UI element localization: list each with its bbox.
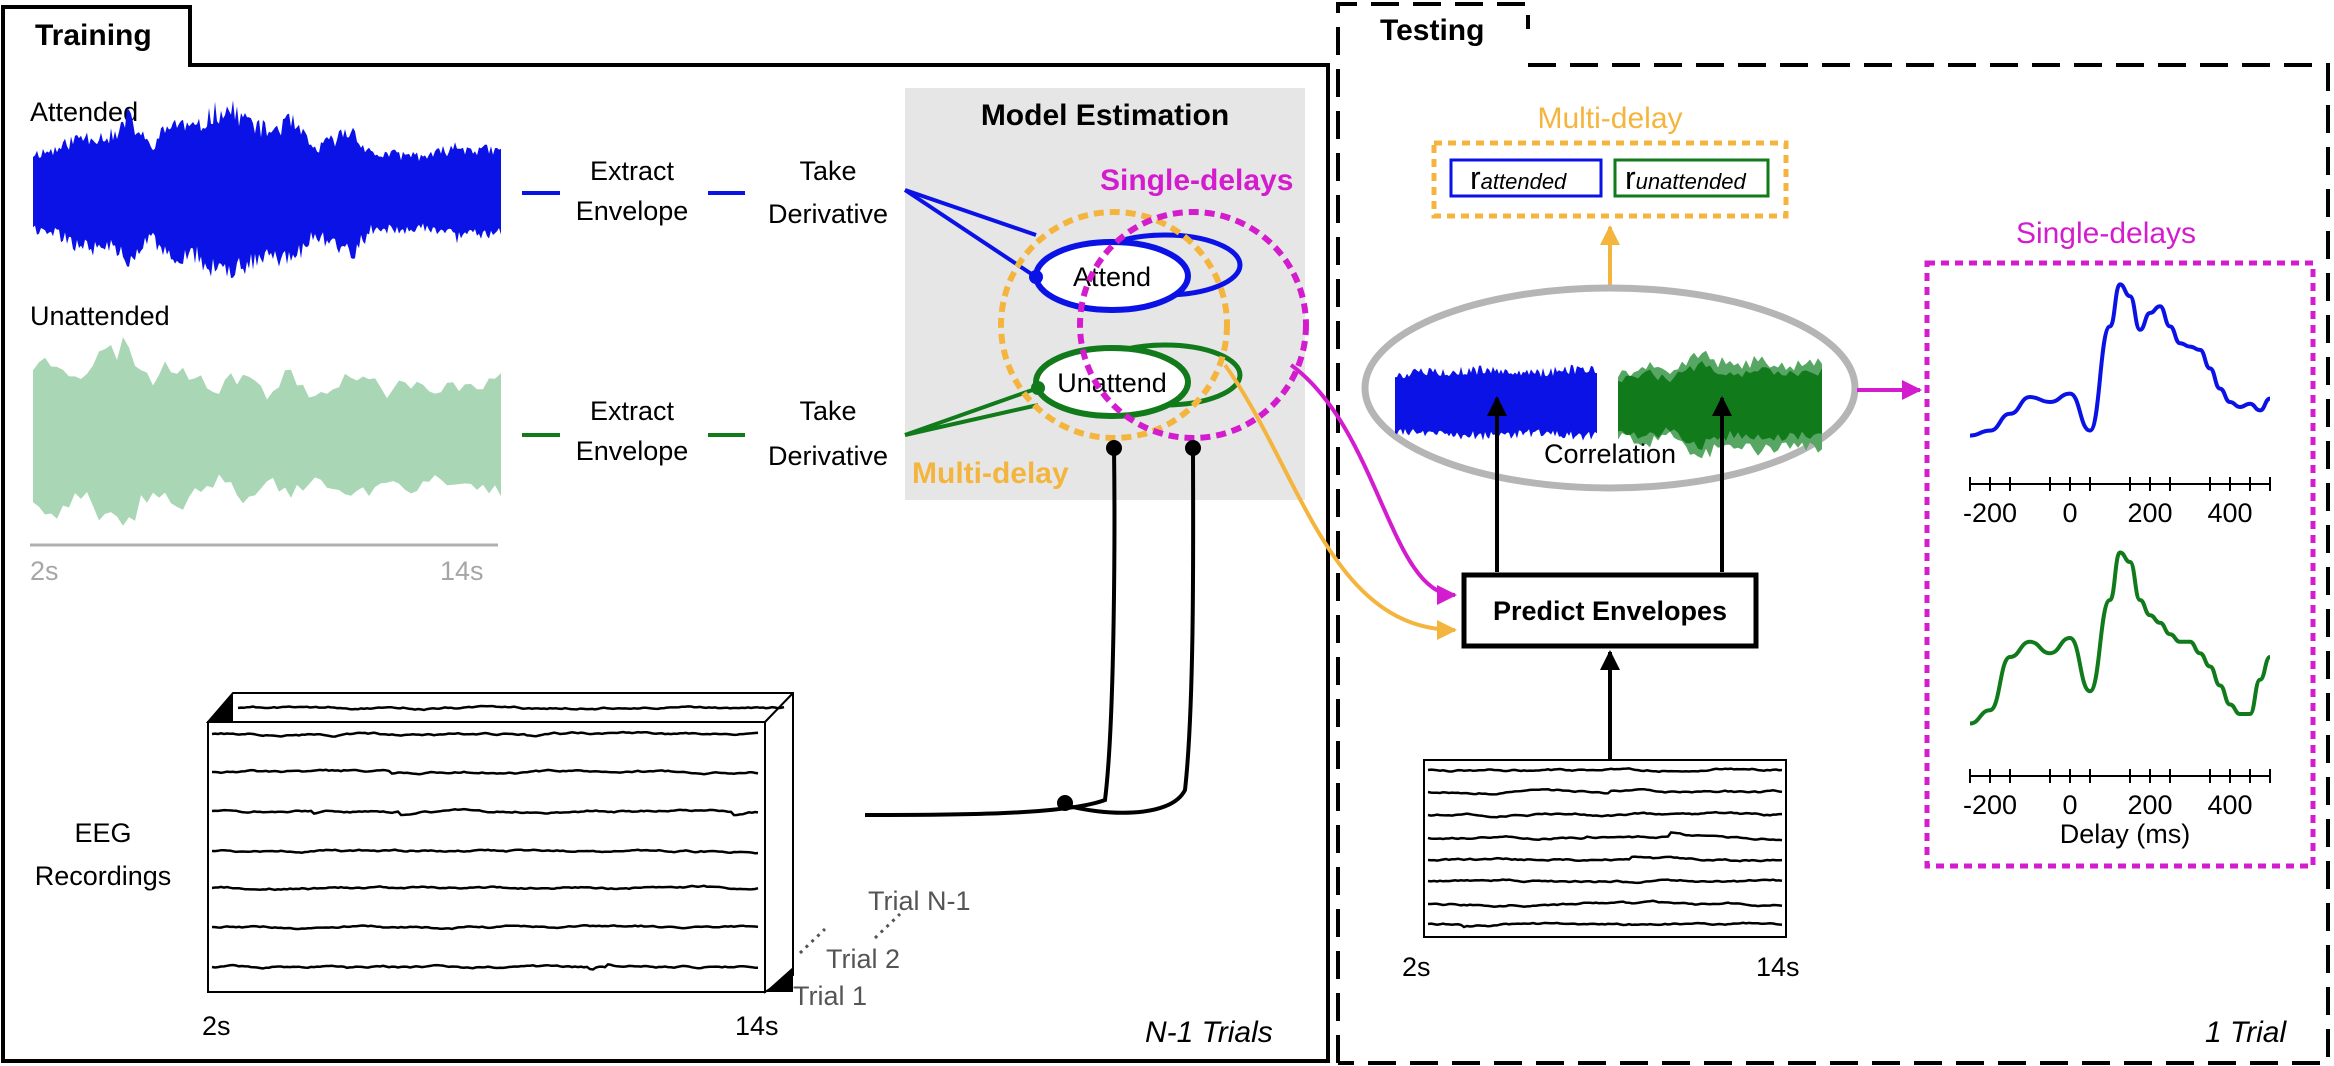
attended-take-line1: Take xyxy=(799,156,856,186)
multi-delay-model-to-predict-arrow xyxy=(1223,363,1457,640)
test-eeg-trace-6 xyxy=(1427,878,1783,885)
single-delays-unattended-tick-label: 400 xyxy=(2207,790,2252,820)
single-delays-unattended-curve xyxy=(1969,550,2272,726)
one-trial-label: 1 Trial xyxy=(2205,1016,2287,1049)
r-unattended-text: runattended xyxy=(1625,160,1747,196)
single-delays-panel-title: Single-delays xyxy=(2016,217,2196,250)
attended-extract-line2: Envelope xyxy=(576,196,689,226)
n-trials-label: N-1 Trials xyxy=(1145,1016,1273,1049)
test-eeg-trace-8 xyxy=(1427,921,1783,929)
test-eeg-traces xyxy=(1427,767,1783,929)
eeg-trace-2 xyxy=(212,768,759,776)
eeg-time-end: 14s xyxy=(735,1011,779,1041)
unattended-label: Unattended xyxy=(30,301,170,331)
single-delays-unattended-tick-label: -200 xyxy=(1963,790,2017,820)
single-delays-attended-curve xyxy=(1969,282,2271,438)
unattended-extract-line1: Extract xyxy=(590,396,675,426)
eeg-trace-4 xyxy=(211,848,759,855)
training-time-end: 14s xyxy=(440,556,484,586)
training-title: Training xyxy=(35,19,152,52)
multi-delay-label: Multi-delay xyxy=(912,457,1069,490)
attended-envelope xyxy=(33,100,501,278)
unattended-take-line2: Derivative xyxy=(768,441,888,471)
unattend-link-upper xyxy=(904,386,1039,437)
test-time-end: 14s xyxy=(1756,952,1800,982)
eeg-trace-1 xyxy=(211,730,759,738)
test-eeg-trace-2 xyxy=(1427,787,1783,796)
r-attended-box xyxy=(1449,158,1603,198)
eeg-label-line2: Recordings xyxy=(35,861,172,891)
model-estimation-title: Model Estimation xyxy=(981,99,1229,132)
single-delays-model-to-predict-arrow xyxy=(1289,363,1457,605)
multi-delay-circle xyxy=(998,209,1230,441)
unattend-label: Unattend xyxy=(1057,368,1167,398)
trial-dots-2 xyxy=(873,912,902,940)
eeg-trace-7 xyxy=(211,962,759,971)
unattended-take-line1: Take xyxy=(799,396,856,426)
eeg-stack xyxy=(205,692,794,994)
attend-link-lower xyxy=(903,188,1038,279)
multi-delay-input-node xyxy=(1106,440,1122,456)
attend-link-upper xyxy=(904,188,1037,237)
eeg-time-start: 2s xyxy=(202,1011,231,1041)
single-delays-circle xyxy=(1077,209,1309,441)
eeg-to-single-delays-wire xyxy=(1064,447,1196,815)
single-delays-chart-attended: -200 0 200 400 xyxy=(1963,282,2271,528)
trial-n1-label: Trial N-1 xyxy=(868,886,971,916)
eeg-trace-6 xyxy=(211,923,759,931)
eeg-trace-3 xyxy=(211,807,759,817)
single-delays-attended-tick-label: 400 xyxy=(2207,498,2252,528)
test-eeg-box xyxy=(1423,759,1787,938)
unattended-extract-line2: Envelope xyxy=(576,436,689,466)
single-delays-attended-tick-label: -200 xyxy=(1963,498,2017,528)
single-delays-label: Single-delays xyxy=(1100,164,1293,197)
testing-title: Testing xyxy=(1380,14,1484,47)
training-panel-frame xyxy=(1,5,1330,1063)
eeg-trace-5 xyxy=(211,884,759,892)
single-delays-unattended-tick-label: 0 xyxy=(2062,790,2077,820)
r-unattended-box xyxy=(1613,158,1770,198)
unattended-waveform xyxy=(33,337,501,526)
attend-node xyxy=(1029,270,1043,284)
training-time-start: 2s xyxy=(30,556,59,586)
testing-panel-frame xyxy=(1336,2,2330,1065)
predict-envelopes-box xyxy=(1461,572,1759,649)
attended-take-line2: Derivative xyxy=(768,199,888,229)
unattend-link-lower xyxy=(904,403,1039,437)
single-delays-input-node xyxy=(1185,440,1201,456)
attended-label: Attended xyxy=(30,97,138,127)
trial-1-label: Trial 1 xyxy=(793,981,867,1011)
eeg-traces xyxy=(211,704,785,971)
eeg-to-multi-delay-wire xyxy=(864,447,1117,817)
predict-envelopes-label: Predict Envelopes xyxy=(1493,596,1727,626)
single-delays-unattended-tick-label: 200 xyxy=(2127,790,2172,820)
multi-delay-result-box xyxy=(1431,140,1789,219)
test-eeg-trace-1 xyxy=(1427,767,1783,774)
test-eeg-trace-3 xyxy=(1427,810,1782,819)
test-eeg-trace-4 xyxy=(1427,831,1783,842)
single-delays-xlabel: Delay (ms) xyxy=(2060,819,2191,849)
unattended-envelope xyxy=(33,337,501,526)
single-delays-chart-unattended: -200 0 200 400 xyxy=(1963,550,2272,820)
single-delays-attended-tick-label: 200 xyxy=(2127,498,2172,528)
test-time-start: 2s xyxy=(1402,952,1431,982)
multi-delay-result-title: Multi-delay xyxy=(1537,102,1682,135)
test-eeg-trace-7 xyxy=(1428,899,1783,908)
test-eeg-trace-5 xyxy=(1427,855,1783,863)
single-delays-panel-box xyxy=(1924,260,2316,869)
eeg-back-trace-1 xyxy=(237,704,785,712)
unattend-node xyxy=(1031,381,1045,395)
trial-dots-1 xyxy=(798,927,827,955)
r-attended-text: rattended xyxy=(1470,160,1567,196)
wire-junction-node xyxy=(1057,795,1073,811)
attended-extract-line1: Extract xyxy=(590,156,675,186)
eeg-label-line1: EEG xyxy=(74,818,131,848)
single-delays-attended-tick-label: 0 xyxy=(2062,498,2077,528)
attended-waveform xyxy=(33,100,501,278)
trial-2-label: Trial 2 xyxy=(826,944,900,974)
correlation-label: Correlation xyxy=(1544,439,1676,469)
